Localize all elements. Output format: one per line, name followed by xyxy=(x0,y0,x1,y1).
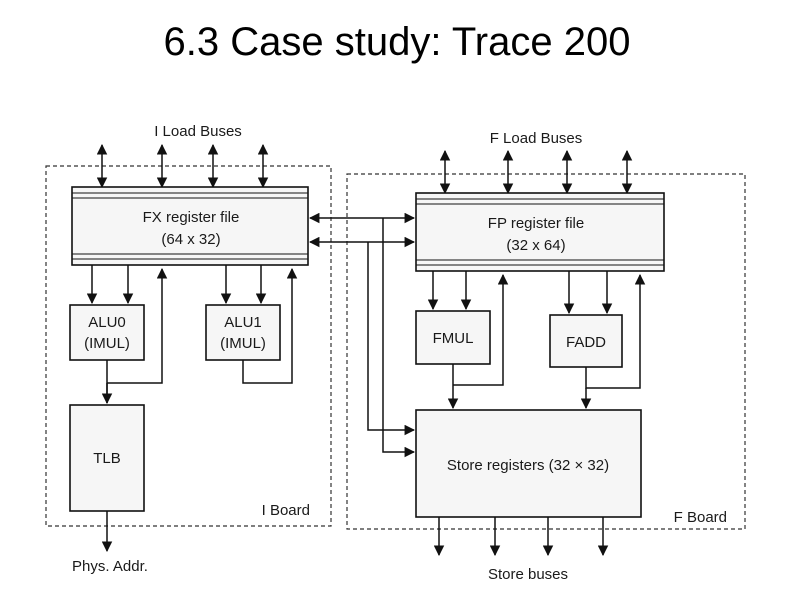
svg-text:FADD: FADD xyxy=(566,334,606,351)
svg-text:(32 x 64): (32 x 64) xyxy=(506,237,565,254)
svg-text:FMUL: FMUL xyxy=(433,330,474,347)
tlb-unit: TLB xyxy=(69,404,145,512)
svg-text:FP register file: FP register file xyxy=(488,215,584,232)
fmul-unit: FMUL xyxy=(415,310,491,365)
f-load-buses-label: F Load Buses xyxy=(490,130,583,147)
f-board-label: F Board xyxy=(674,509,727,526)
svg-text:(IMUL): (IMUL) xyxy=(84,335,130,352)
f-load-bus-arrows xyxy=(439,149,633,195)
alu-feedback-paths xyxy=(101,267,298,405)
store-buses-label: Store buses xyxy=(488,566,568,583)
store-register-feeds xyxy=(367,218,416,458)
i-board-outline xyxy=(45,165,332,527)
svg-text:(IMUL): (IMUL) xyxy=(220,335,266,352)
store-bus-arrows xyxy=(433,517,609,557)
alu1-unit: ALU1 (IMUL) xyxy=(205,304,281,361)
slide-title: 6.3 Case study: Trace 200 xyxy=(163,20,631,64)
fx-to-alu-arrows xyxy=(86,265,267,305)
phys-addr-label: Phys. Addr. xyxy=(72,558,148,575)
fadd-unit: FADD xyxy=(549,314,623,368)
svg-text:(64 x 32): (64 x 32) xyxy=(161,231,220,248)
i-board-label: I Board xyxy=(262,502,310,519)
fp-to-fpu-arrows xyxy=(427,271,613,315)
svg-text:FX register file: FX register file xyxy=(143,209,240,226)
fpu-feedback-paths xyxy=(447,273,646,410)
f-board-outline xyxy=(346,173,746,530)
svg-text:Store registers (32 × 32): Store registers (32 × 32) xyxy=(447,457,609,474)
svg-text:ALU0: ALU0 xyxy=(88,314,126,331)
i-load-buses-label: I Load Buses xyxy=(154,123,242,140)
i-load-bus-arrows xyxy=(96,143,269,189)
fp-register-file: FP register file (32 x 64) xyxy=(415,192,665,272)
store-registers-unit: Store registers (32 × 32) xyxy=(415,409,642,518)
svg-text:TLB: TLB xyxy=(93,450,121,467)
fx-register-file: FX register file (64 x 32) xyxy=(71,186,309,266)
svg-text:ALU1: ALU1 xyxy=(224,314,262,331)
register-file-interconnect xyxy=(308,212,416,248)
alu0-unit: ALU0 (IMUL) xyxy=(69,304,145,361)
